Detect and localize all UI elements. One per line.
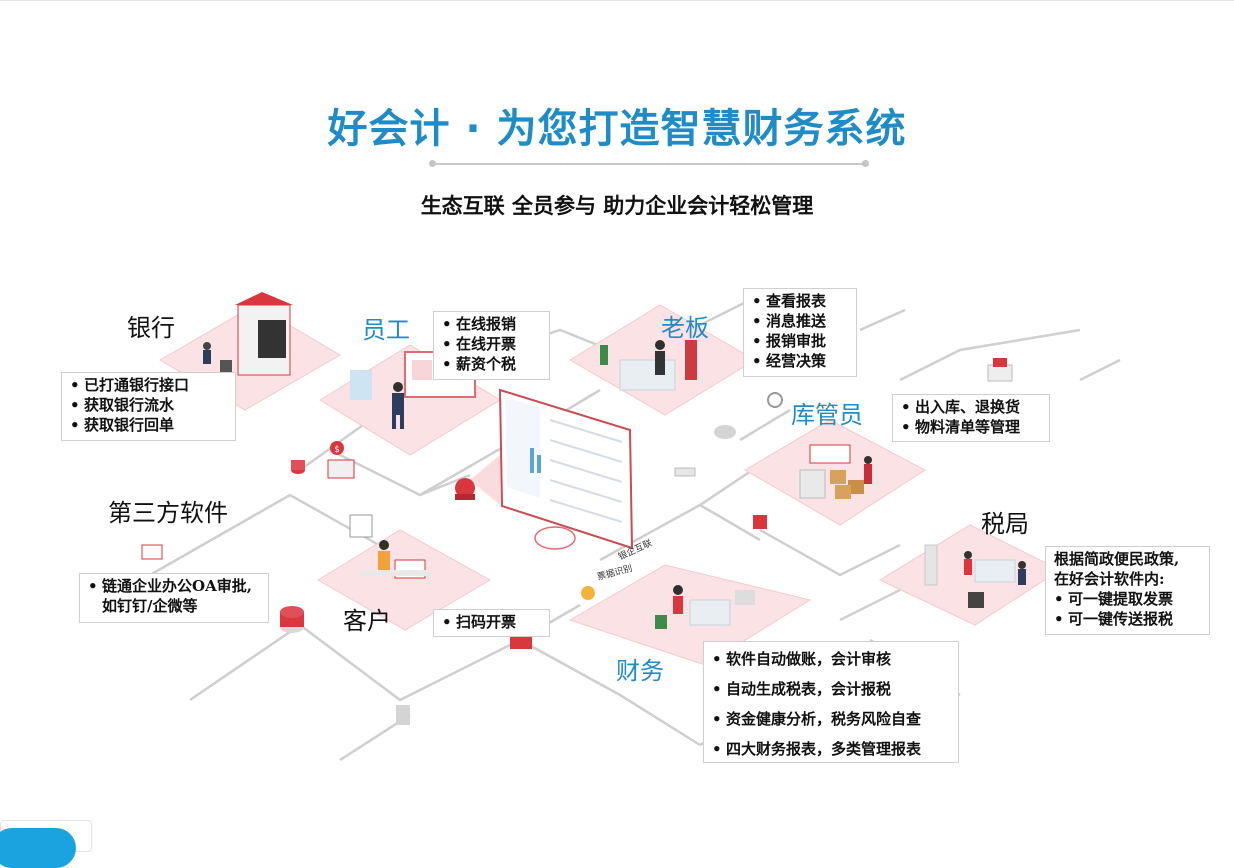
tax-bureau-info-box: 根据简政便民政策, 在好会计软件内: •可一键提取发票 •可一键传送报税 xyxy=(1045,546,1210,635)
list-item: •查看报表 xyxy=(752,292,827,310)
third-party-label: 第三方软件 xyxy=(108,499,228,527)
warehouse-boxes-icon xyxy=(799,444,872,499)
warehouse-info-box: •出入库、退换货 •物料清单等管理 xyxy=(892,394,1050,442)
third-party-info-box: •链通企业办公OA审批, 如钉钉/企微等 xyxy=(79,573,269,623)
list-item: •报销审批 xyxy=(752,332,827,350)
list-item: •可一键提取发票 xyxy=(1054,590,1174,608)
finance-desk-icon xyxy=(655,585,755,629)
cylinder-icon xyxy=(280,606,304,633)
list-item: •消息推送 xyxy=(752,312,827,330)
list-item: •获取银行流水 xyxy=(70,396,175,414)
list-item: •资金健康分析，税务风险自查 xyxy=(712,710,922,728)
list-item: •已打通银行接口 xyxy=(70,376,190,394)
boss-label: 老板 xyxy=(661,314,709,342)
list-item: •链通企业办公OA审批, xyxy=(88,577,252,595)
customer-label: 客户 xyxy=(343,607,391,635)
coin-stack-icon xyxy=(291,460,305,474)
finance-info-box: •软件自动做账，会计审核 •自动生成税表，会计报税 •资金健康分析，税务风险自查… xyxy=(703,641,959,763)
award-icon xyxy=(581,586,595,600)
list-item: 如钉钉/企微等 xyxy=(102,597,198,615)
scene-tag-2: 票据识别 xyxy=(596,562,634,583)
page-title: 好会计 · 为您打造智慧财务系统 xyxy=(327,106,907,152)
boss-office-icon xyxy=(600,340,697,391)
tax-intro-line: 根据简政便民政策, xyxy=(1054,550,1180,568)
customer-desk-icon xyxy=(349,514,430,579)
page-subtitle: 生态互联 全员参与 助力企业会计轻松管理 xyxy=(420,194,814,218)
laptop-icon xyxy=(327,459,355,479)
list-item: •获取银行回单 xyxy=(70,416,175,434)
list-item: •出入库、退换货 xyxy=(901,398,1021,416)
employee-info-box: •在线报销 •在线开票 •薪资个税 xyxy=(433,311,550,380)
svg-text:$: $ xyxy=(334,445,340,455)
router-icon xyxy=(674,467,696,477)
title-divider xyxy=(429,160,869,167)
bank-label: 银行 xyxy=(127,314,175,342)
list-item: •四大财务报表，多类管理报表 xyxy=(712,740,922,758)
list-item: •可一键传送报税 xyxy=(1054,610,1174,628)
gear-icon xyxy=(767,392,783,408)
customer-platform xyxy=(317,529,492,631)
bank-building-icon xyxy=(203,292,293,382)
money-tag-icon: $ xyxy=(330,441,344,455)
box-red-icon xyxy=(510,635,532,649)
list-item: •自动生成税表，会计报税 xyxy=(712,680,892,698)
bank-info-box: •已打通银行接口 •获取银行流水 •获取银行回单 xyxy=(61,372,236,441)
list-item: •在线开票 xyxy=(442,335,517,353)
list-item: •扫码开票 xyxy=(442,613,517,631)
list-item: •在线报销 xyxy=(442,315,517,333)
small-network-icons: $ xyxy=(141,358,1013,725)
card-icon xyxy=(141,544,163,560)
cloud-gray-icon xyxy=(714,425,736,439)
top-rule xyxy=(0,0,1234,1)
list-item: •物料清单等管理 xyxy=(901,418,1021,436)
warehouse-label: 库管员 xyxy=(791,401,863,429)
list-item: •经营决策 xyxy=(752,352,827,370)
boss-info-box: •查看报表 •消息推送 •报销审批 •经营决策 xyxy=(743,288,857,377)
pole-icon xyxy=(396,705,410,725)
tax-office-icon xyxy=(924,544,1026,608)
chip-icon xyxy=(753,515,767,529)
list-item: •软件自动做账，会计审核 xyxy=(712,650,892,668)
cloud-icon xyxy=(534,526,576,550)
finance-label: 财务 xyxy=(616,657,664,685)
list-item: •薪资个税 xyxy=(442,355,517,373)
tax-intro-line: 在好会计软件内: xyxy=(1054,570,1165,588)
customer-info-box: •扫码开票 xyxy=(433,609,550,637)
dashboard-screen-icon xyxy=(455,388,634,550)
employee-label: 员工 xyxy=(362,316,410,344)
tax-bureau-label: 税局 xyxy=(981,510,1029,538)
printer-icon xyxy=(987,358,1013,382)
floating-chat-button[interactable] xyxy=(0,828,76,868)
